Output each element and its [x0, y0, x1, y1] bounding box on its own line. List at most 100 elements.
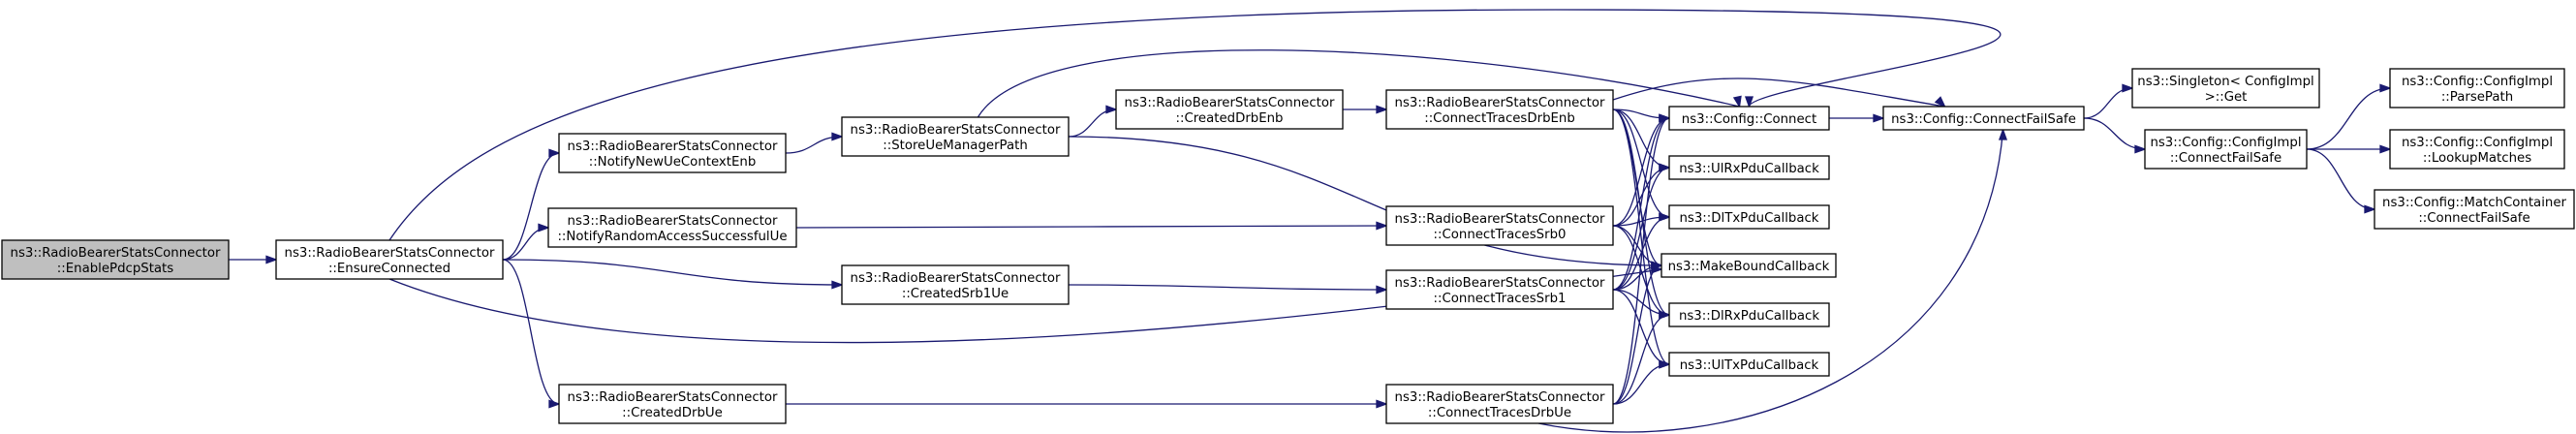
node-enable-pdcp-stats[interactable]: ns3::RadioBearerStatsConnector::EnablePd…	[1, 239, 230, 280]
node-box	[1385, 269, 1614, 310]
edge-arrowhead	[1873, 113, 1885, 123]
node-label: ns3::RadioBearerStatsConnector	[568, 214, 778, 229]
node-store-ue-manager-path[interactable]: ns3::RadioBearerStatsConnector::StoreUeM…	[841, 116, 1070, 157]
node-label: ::EnablePdcpStats	[57, 262, 173, 276]
edge-arrowhead	[265, 255, 278, 264]
edge-arrowhead	[1651, 261, 1663, 270]
edge-notify_random_access_successful_ue-to-connect_traces_srb0	[795, 225, 1387, 229]
node-label: >::Get	[2205, 90, 2248, 105]
edge-arrowhead	[1659, 310, 1671, 320]
node-label: ::ConnectFailSafe	[2170, 151, 2281, 166]
node-created-drb-ue[interactable]: ns3::RadioBearerStatsConnector::CreatedD…	[558, 384, 787, 424]
edge-connect_traces_drb_enb-to-ul_tx_pdu_callback	[1612, 108, 1670, 365]
node-label: ::ConnectTracesSrb1	[1434, 292, 1567, 306]
edge-arrowhead	[548, 148, 561, 158]
edge-connect_traces_drb_enb-to-dl_rx_pdu_callback	[1612, 108, 1670, 316]
node-label: ns3::RadioBearerStatsConnector	[568, 390, 778, 405]
node-box	[841, 264, 1070, 305]
node-label: ns3::DlTxPduCallback	[1679, 211, 1818, 226]
node-config-impl-connect-fail-safe[interactable]: ns3::Config::ConfigImpl::ConnectFailSafe	[2144, 129, 2308, 170]
node-box	[2144, 129, 2308, 170]
node-label: ns3::RadioBearerStatsConnector	[1395, 96, 1605, 110]
node-created-drb-enb[interactable]: ns3::RadioBearerStatsConnector::CreatedD…	[1115, 89, 1344, 130]
node-dl-tx-pdu-callback[interactable]: ns3::DlTxPduCallback	[1668, 204, 1830, 230]
edge-arrowhead	[2379, 83, 2392, 93]
edge-arrowhead	[538, 223, 550, 232]
edge-connect_traces_drb_ue-to-config_connect_fail_safe	[1537, 129, 2004, 433]
node-label: ::CreatedSrb1Ue	[902, 287, 1009, 301]
edge-arrowhead	[1376, 285, 1388, 294]
node-label: ns3::Config::ConfigImpl	[2402, 75, 2553, 89]
node-ul-rx-pdu-callback[interactable]: ns3::UlRxPduCallback	[1668, 155, 1830, 180]
edge-ensure_connected-to-notify_new_ue_context_enb	[502, 152, 560, 261]
node-dl-rx-pdu-callback[interactable]: ns3::DlRxPduCallback	[1668, 302, 1830, 327]
node-box	[2389, 129, 2565, 170]
node-label: ns3::RadioBearerStatsConnector	[1395, 212, 1605, 227]
node-box	[1115, 89, 1344, 130]
node-box	[1385, 205, 1614, 246]
node-label: ::ConnectTracesSrb0	[1434, 228, 1567, 242]
node-label: ns3::RadioBearerStatsConnector	[1395, 390, 1605, 405]
edge-config_impl_connect_fail_safe-to-config_impl_parse_path	[2306, 87, 2391, 150]
node-box	[1668, 302, 1830, 327]
node-created-srb1-ue[interactable]: ns3::RadioBearerStatsConnector::CreatedS…	[841, 264, 1070, 305]
edge-arrowhead	[2134, 144, 2147, 154]
edge-created_srb1_ue-to-connect_traces_srb1	[1068, 284, 1387, 291]
edge-ensure_connected-to-notify_random_access_successful_ue	[502, 227, 549, 261]
edge-connect_traces_srb1-to-ul_rx_pdu_callback	[1612, 167, 1670, 291]
node-connect-traces-srb0[interactable]: ns3::RadioBearerStatsConnector::ConnectT…	[1385, 205, 1614, 246]
call-edges	[229, 9, 2392, 433]
node-label: ns3::RadioBearerStatsConnector	[851, 123, 1061, 138]
edge-arrowhead	[1732, 95, 1742, 108]
node-label: ::ConnectTracesDrbUe	[1428, 406, 1571, 420]
node-box	[1, 239, 230, 280]
node-config-impl-lookup-matches[interactable]: ns3::Config::ConfigImpl::LookupMatches	[2389, 129, 2565, 170]
edge-arrowhead	[548, 399, 561, 409]
node-label: ns3::MakeBoundCallback	[1668, 260, 1830, 274]
node-label: ns3::Config::MatchContainer	[2382, 196, 2566, 210]
node-box	[2389, 68, 2565, 108]
node-box	[1660, 253, 1837, 278]
edge-connect_traces_drb_enb-to-config_connect_fail_safe	[1612, 78, 1945, 108]
node-make-bound-callback[interactable]: ns3::MakeBoundCallback	[1660, 253, 1837, 278]
node-ensure-connected[interactable]: ns3::RadioBearerStatsConnector::EnsureCo…	[275, 239, 504, 280]
node-label: ns3::RadioBearerStatsConnector	[11, 246, 221, 261]
edge-ensure_connected-to-created_srb1_ue	[502, 259, 843, 286]
node-box	[2374, 189, 2575, 230]
edge-connect_traces_srb0-to-config_connect	[1612, 117, 1670, 227]
node-ul-tx-pdu-callback[interactable]: ns3::UlTxPduCallback	[1668, 352, 1830, 377]
edge-store_ue_manager_path-to-created_drb_enb	[1068, 108, 1117, 138]
edge-config_connect_fail_safe-to-config_impl_connect_fail_safe	[2083, 117, 2146, 150]
node-box	[275, 239, 504, 280]
node-label: ::StoreUeManagerPath	[883, 139, 1028, 153]
edge-arrowhead	[1659, 359, 1671, 369]
node-label: ::NotifyNewUeContextEnb	[589, 155, 757, 170]
node-match-container-connect-fail-safe[interactable]: ns3::Config::MatchContainer::ConnectFail…	[2374, 189, 2575, 230]
node-config-connect[interactable]: ns3::Config::Connect	[1668, 106, 1830, 131]
edge-arrowhead	[1105, 105, 1118, 114]
node-label: ns3::RadioBearerStatsConnector	[285, 246, 495, 261]
node-label: ns3::Singleton< ConfigImpl	[2137, 75, 2313, 89]
node-connect-traces-srb1[interactable]: ns3::RadioBearerStatsConnector::ConnectT…	[1385, 269, 1614, 310]
edge-arrowhead	[1376, 399, 1388, 409]
node-label: ::ConnectTracesDrbEnb	[1424, 111, 1575, 126]
node-singleton-get[interactable]: ns3::Singleton< ConfigImpl >::Get	[2131, 68, 2320, 108]
edge-arrowhead	[1659, 212, 1671, 222]
node-label: ::ConnectFailSafe	[2418, 211, 2529, 226]
node-box	[558, 133, 787, 173]
node-label: ns3::RadioBearerStatsConnector	[568, 140, 778, 154]
node-box	[1668, 352, 1830, 377]
node-label: ns3::DlRxPduCallback	[1679, 309, 1819, 324]
edge-connect_traces_drb_ue-to-config_connect	[1612, 117, 1670, 405]
node-notify-random-access-successful-ue[interactable]: ns3::RadioBearerStatsConnector::NotifyRa…	[547, 207, 797, 248]
node-config-connect-fail-safe[interactable]: ns3::Config::ConnectFailSafe	[1882, 106, 2085, 131]
edge-connect_traces_srb1-to-ul_tx_pdu_callback	[1612, 289, 1670, 365]
edge-arrowhead	[1376, 221, 1388, 231]
node-connect-traces-drb-enb[interactable]: ns3::RadioBearerStatsConnector::ConnectT…	[1385, 89, 1614, 130]
node-config-impl-parse-path[interactable]: ns3::Config::ConfigImpl::ParsePath	[2389, 68, 2565, 108]
node-connect-traces-drb-ue[interactable]: ns3::RadioBearerStatsConnector::ConnectT…	[1385, 384, 1614, 424]
node-label: ns3::UlTxPduCallback	[1680, 358, 1819, 373]
node-notify-new-ue-context-enb[interactable]: ns3::RadioBearerStatsConnector::NotifyNe…	[558, 133, 787, 173]
edge-connect_traces_srb1-to-config_connect	[1612, 117, 1670, 291]
